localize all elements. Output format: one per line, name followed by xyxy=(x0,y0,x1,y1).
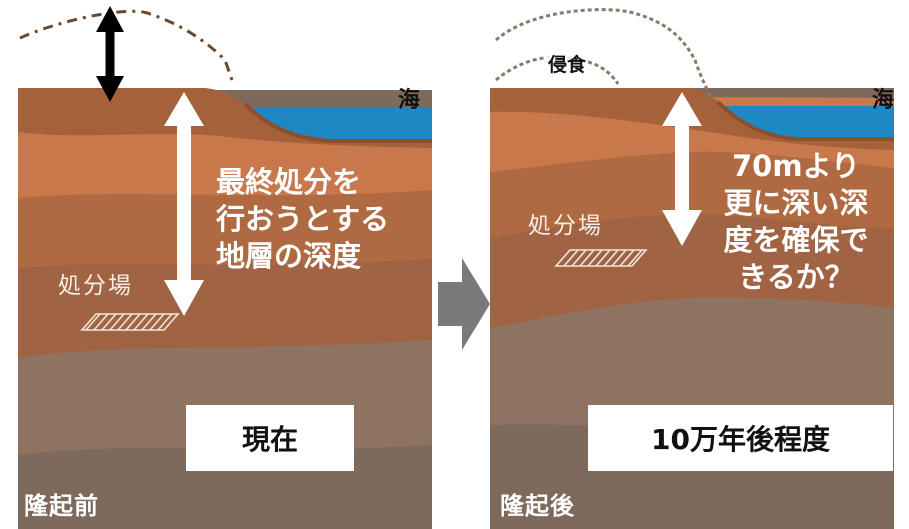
sea-label-left: 海 xyxy=(398,88,421,113)
question-text-line: きるか？ xyxy=(738,260,854,294)
layer-brown-2 xyxy=(18,188,432,268)
depth-arrow xyxy=(164,92,204,316)
transition-arrow xyxy=(438,258,490,350)
depth-arrow xyxy=(662,92,702,246)
depth-text-line: 地層の深度 xyxy=(216,239,362,273)
disposal-site-label-right: 処分場 xyxy=(528,213,603,239)
seabed-line xyxy=(243,102,432,143)
layer-brown-3 xyxy=(18,255,432,358)
sea-label-right: 海 xyxy=(872,88,895,113)
time-box-present: 現在 xyxy=(186,405,354,471)
depth-question-right: 70mより 更に深い深 度を確保で きるか？ xyxy=(710,148,882,296)
sea xyxy=(722,106,894,138)
depth-text-line: 行おうとする xyxy=(216,202,390,236)
surface-layer xyxy=(18,88,432,148)
sea xyxy=(248,108,432,140)
depth-description-left: 最終処分を 行おうとする 地層の深度 xyxy=(216,164,389,275)
question-text-line: 70mより xyxy=(732,149,860,183)
layer-brown-3 xyxy=(490,213,894,328)
former-surface-line xyxy=(19,9,234,81)
depth-text-line: 最終処分を xyxy=(216,165,362,199)
eroded-surface-line xyxy=(495,8,714,101)
eroded-surface-line-2 xyxy=(495,55,620,85)
disposal-site-label-left: 処分場 xyxy=(58,273,133,299)
panel-label-after-uplift: 隆起後 xyxy=(500,492,575,520)
layer-brown-2 xyxy=(490,151,894,238)
erosion-label: 侵食 xyxy=(546,50,589,77)
layer-grey-band xyxy=(490,294,894,441)
uplift-arrow xyxy=(96,6,124,102)
panel-label-before-uplift: 隆起前 xyxy=(24,492,99,520)
seabed-line xyxy=(716,100,894,141)
disposal-site-plate xyxy=(554,249,648,267)
disposal-site-plate xyxy=(80,313,180,331)
question-text-line: 更に深い深 xyxy=(723,186,869,220)
time-box-future: 10万年後程度 xyxy=(588,405,893,471)
question-text-line: 度を確保で xyxy=(723,223,869,257)
